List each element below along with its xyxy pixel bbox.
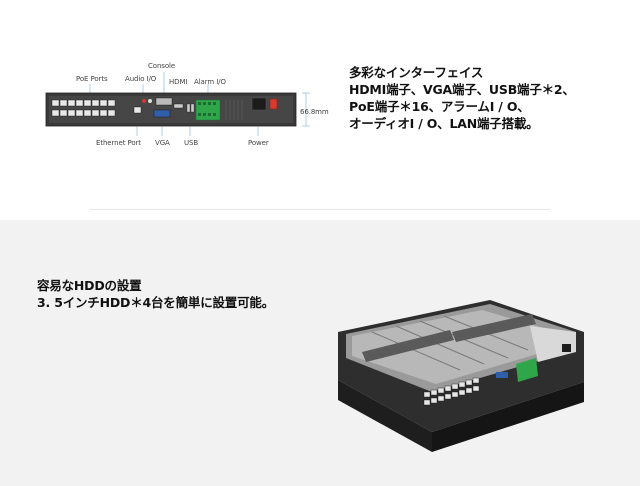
hdd-line: 3. 5インチHDD＊4台を簡単に設置可能。 [37, 295, 275, 310]
interfaces-line: PoE端子＊16、アラームI / O、 [349, 99, 530, 114]
label-alarm-io: Alarm I/O [194, 78, 226, 86]
label-audio-io: Audio I/O [125, 75, 157, 83]
nvr-open-chassis-image [338, 300, 584, 452]
hdd-heading: 容易なHDDの設置 [37, 278, 142, 293]
label-hdmi: HDMI [169, 78, 188, 86]
section-divider [90, 209, 550, 210]
interfaces-description: 多彩なインターフェイス HDMI端子、VGA端子、USB端子＊2、 PoE端子＊… [349, 64, 629, 132]
label-power: Power [248, 139, 269, 147]
label-usb: USB [184, 139, 199, 147]
label-ethernet-port: Ethernet Port [96, 139, 141, 147]
nvr-rear-panel-image [45, 72, 310, 136]
interfaces-line: オーディオI / O、LAN端子搭載。 [349, 116, 539, 131]
label-vga: VGA [155, 139, 170, 147]
interfaces-heading: 多彩なインターフェイス [349, 65, 484, 80]
label-poe-ports: PoE Ports [76, 75, 108, 83]
label-height: 66.8mm [300, 108, 329, 116]
label-console: Console [148, 62, 176, 70]
hdd-description: 容易なHDDの設置 3. 5インチHDD＊4台を簡単に設置可能。 [37, 277, 337, 311]
interfaces-line: HDMI端子、VGA端子、USB端子＊2、 [349, 82, 575, 97]
